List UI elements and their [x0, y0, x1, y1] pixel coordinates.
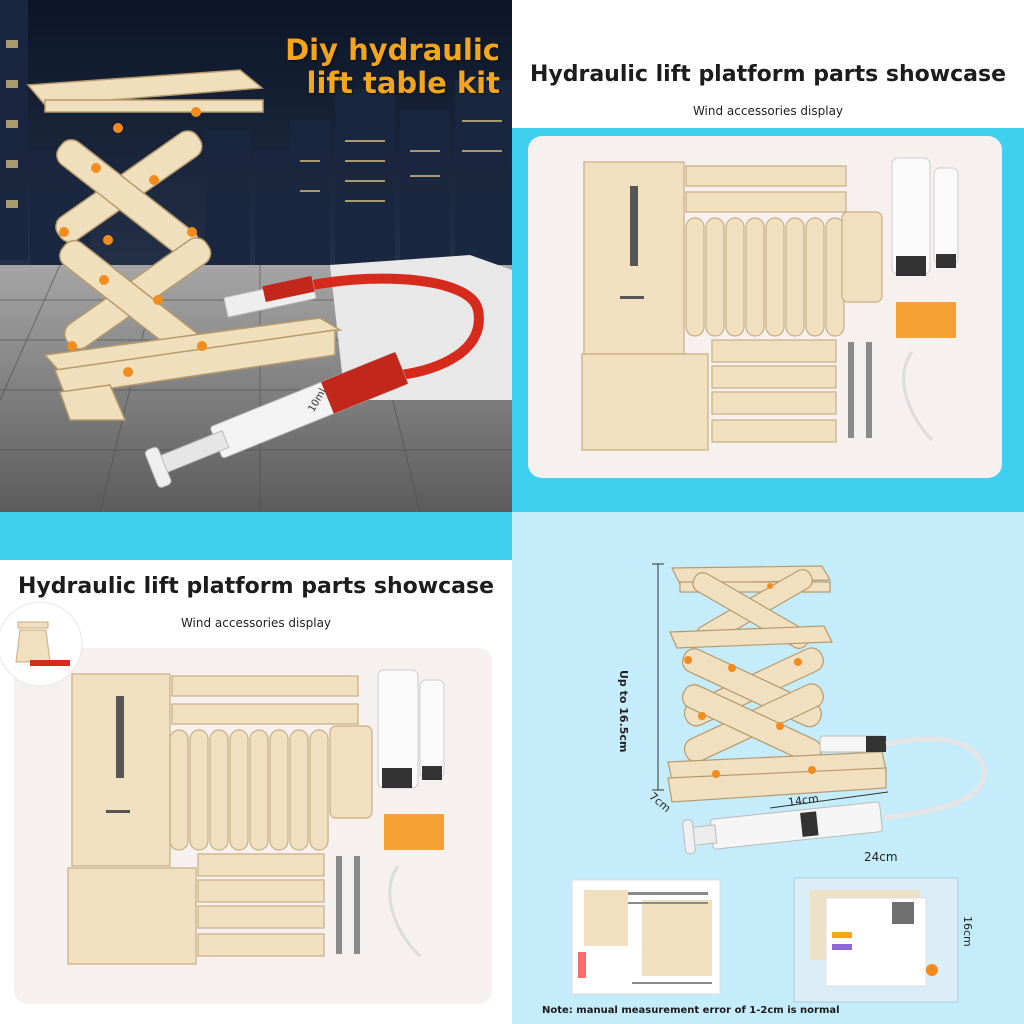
parts-showcase-panel: Hydraulic lift platform parts showcase W… — [512, 0, 1024, 512]
product-photo-panel: Diy hydraulic lift table kit 10ml — [0, 0, 512, 512]
bag-dimension-label: 16cm — [961, 916, 974, 947]
dimensions-panel: Up to 16.5cm 7cm 14cm 24cm 16cm Note: ma… — [512, 512, 1024, 1024]
title-line-1: Diy hydraulic — [285, 33, 500, 67]
showcase-title-2: Hydraulic lift platform parts showcase — [17, 574, 495, 599]
measurement-note: Note: manual measurement error of 1-2cm … — [542, 1005, 840, 1016]
night-city-scene — [0, 0, 512, 512]
parts-board — [512, 0, 1024, 478]
product-title: Diy hydraulic lift table kit — [200, 34, 500, 100]
showcase-subtitle-2: Wind accessories display — [180, 616, 332, 630]
showcase-subtitle: Wind accessories display — [692, 104, 844, 118]
height-dimension-label: Up to 16.5cm — [617, 670, 630, 753]
parts-board-2 — [0, 560, 512, 1024]
dimension-drawing — [512, 512, 1024, 1024]
showcase-title: Hydraulic lift platform parts showcase — [529, 62, 1007, 87]
parts-showcase-panel-2: Hydraulic lift platform parts showcase W… — [0, 512, 512, 1024]
title-line-2: lift table kit — [306, 66, 500, 100]
length-dimension-label: 24cm — [864, 850, 898, 864]
